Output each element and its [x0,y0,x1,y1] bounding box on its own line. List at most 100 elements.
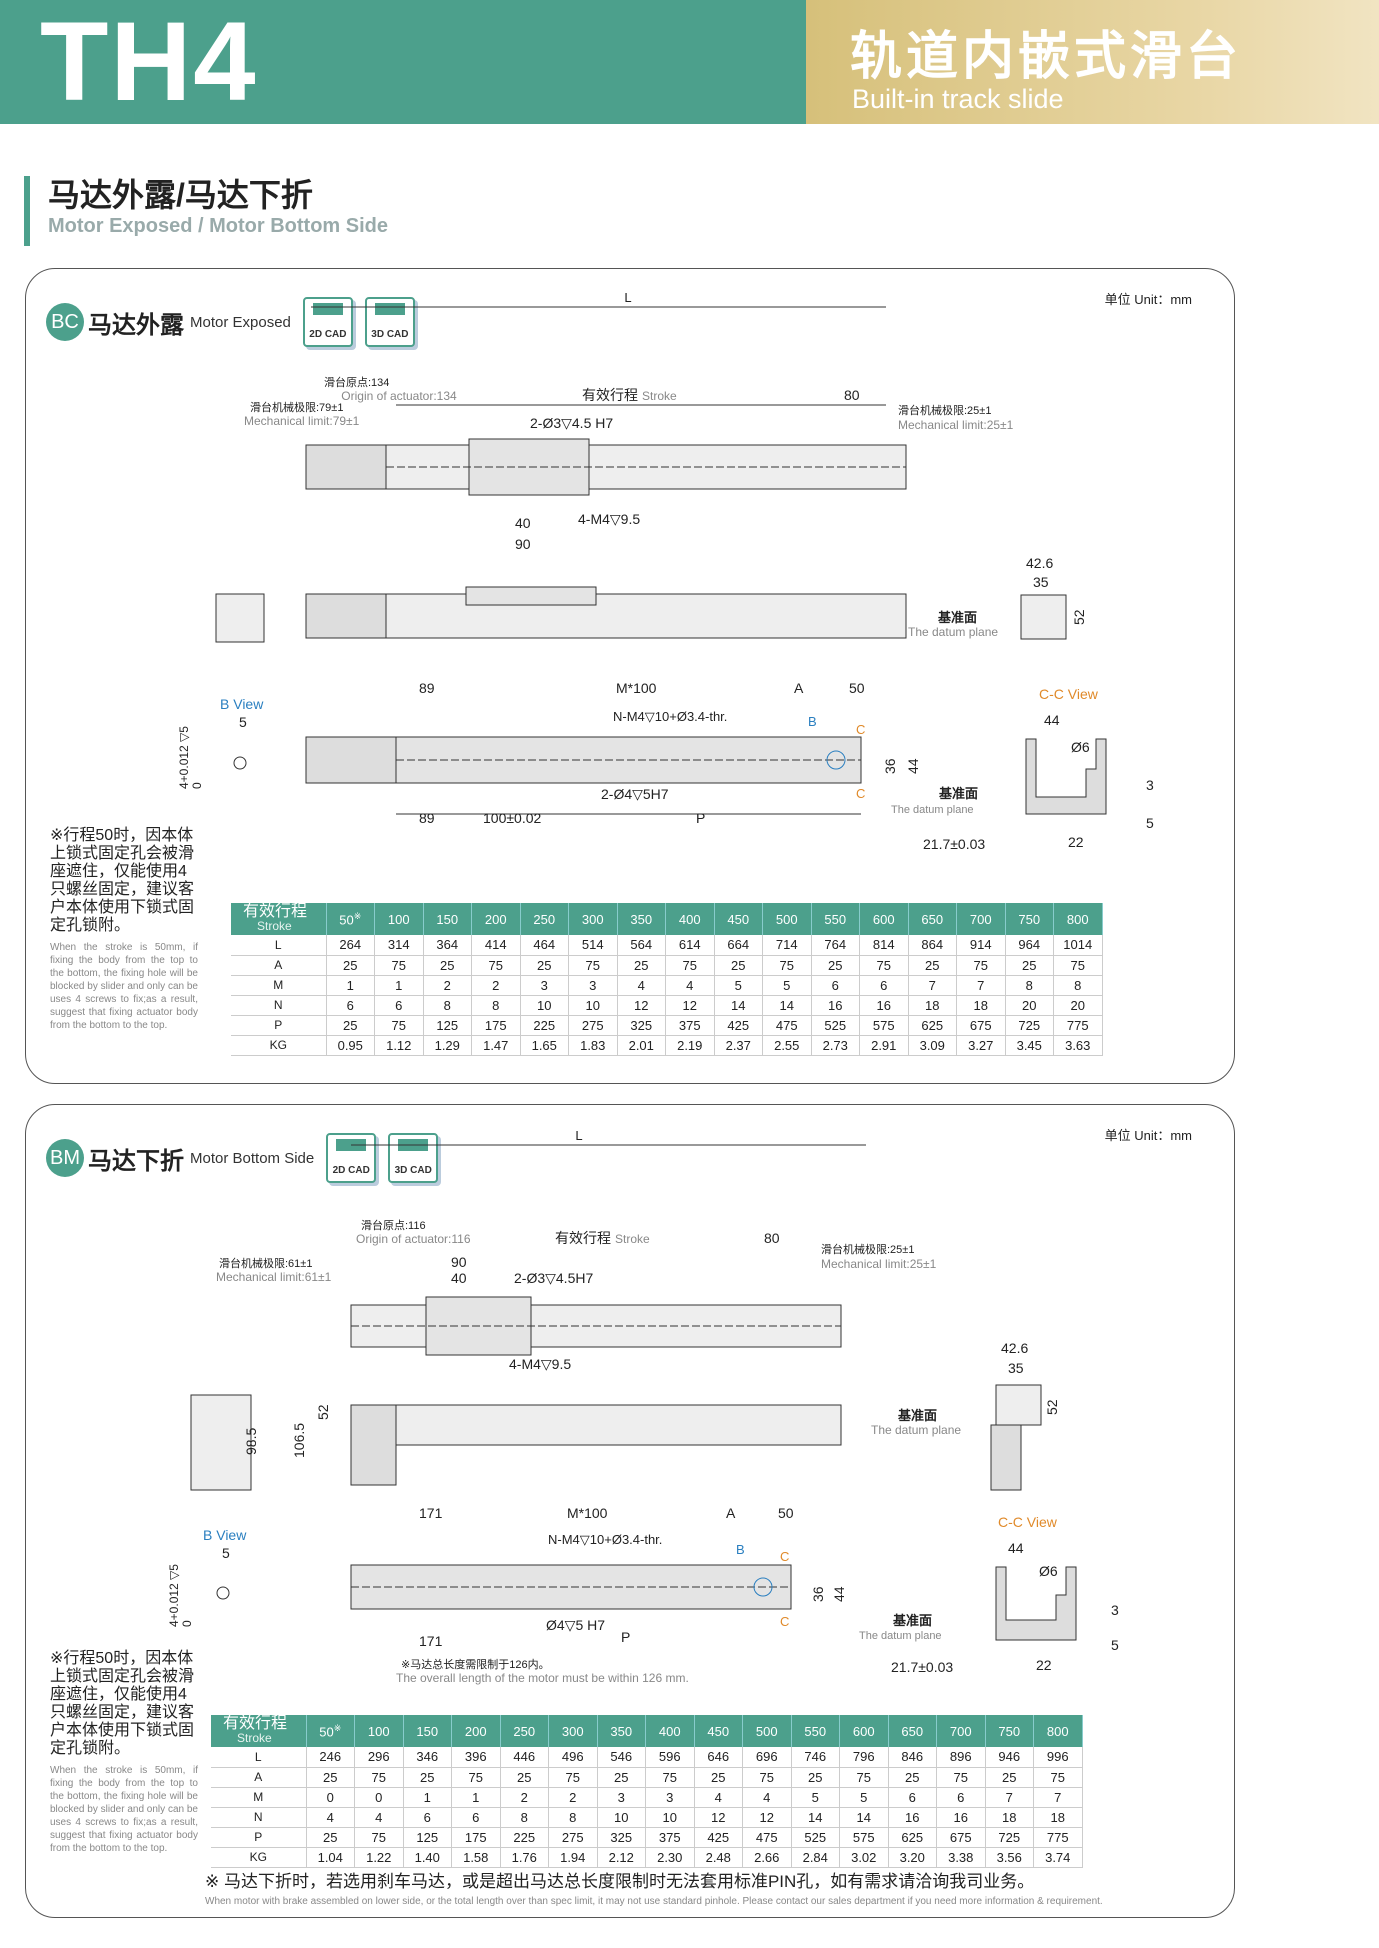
table-cell: 16 [859,995,909,1016]
table-cell: 75 [374,1015,424,1036]
table-cell: 8 [500,1807,549,1828]
stroke-column-header: 150 [403,1715,452,1747]
table-cell: 18 [908,995,957,1016]
cc-dim-21-7: 21.7±0.03 [923,836,985,852]
row-key: A [211,1767,307,1788]
motor-end-view [190,1394,252,1491]
table-cell: 475 [762,1015,812,1036]
b-view-dim-5: 5 [222,1545,230,1561]
marker-B: B [808,714,817,729]
origin-label-cn: 滑台原点:116 [361,1218,426,1232]
table-cell: 3 [597,1787,646,1808]
table-cell: 596 [645,1747,695,1768]
mech-limit-right-cn: 滑台机械极限:25±1 [898,403,991,417]
stroke-value: 650 [901,1723,924,1739]
table-cell: 225 [520,1015,569,1036]
footer-note-en: When motor with brake assembled on lower… [205,1896,1103,1907]
table-cell: 14 [714,995,763,1016]
stroke-value: 550 [824,911,847,927]
stroke-value: 300 [561,1723,584,1739]
drawing-motor-exposed: L 滑台原点:134 Origin of actuator:134 有效行程 S… [177,290,1154,829]
table-cell: 346 [403,1747,452,1768]
table-cell: 846 [888,1747,937,1768]
table-cell: 2.84 [791,1847,840,1868]
section-title-cn: 马达外露/马达下折 [48,177,313,213]
table-cell: 12 [742,1807,792,1828]
table-cell: 12 [694,1807,743,1828]
table-cell: 1.94 [548,1847,598,1868]
table-cell: 25 [306,1767,355,1788]
table-cell: 25 [985,1767,1034,1788]
cad-2d-download-button[interactable]: 2D CAD [326,1133,377,1183]
b-view-title: B View [220,696,264,712]
row-key: N [211,1807,307,1828]
stroke-value: 800 [1066,911,1089,927]
datum-label-en: The datum plane [871,1423,961,1437]
stroke-value: 750 [998,1723,1021,1739]
panel-title-cn: 马达下折 [88,1147,184,1175]
stroke-column-header: 400 [645,1715,695,1747]
panel-title-en: Motor Bottom Side [190,1149,315,1167]
table-cell: 18 [985,1807,1034,1828]
cc-section-profile [995,1566,1077,1641]
dim-80: 80 [764,1230,780,1246]
table-cell: 25 [1005,955,1054,976]
table-cell: 75 [354,1767,404,1788]
table-cell: 20 [1005,995,1054,1016]
cc-dim-phi6: Ø6 [1039,1563,1058,1579]
b-view-title: B View [203,1527,247,1543]
table-cell: 8 [548,1807,598,1828]
table-cell: 6 [888,1787,937,1808]
cad-3d-download-button[interactable]: 3D CAD [388,1133,439,1183]
table-cell: 25 [326,955,375,976]
stroke-column-header: 600 [859,903,909,935]
cc-section-profile [1025,738,1107,815]
table-cell: 4 [694,1787,743,1808]
stroke-column-header: 500 [762,903,812,935]
table-cell: 25 [888,1767,937,1788]
stroke-column-header: 650 [888,1715,937,1747]
table-cell: 75 [859,955,909,976]
table-cell: 796 [839,1747,889,1768]
stroke-value: 350 [610,1723,633,1739]
hole-callout-2: 4-M4▽9.5 [509,1356,571,1372]
table-cell: 1014 [1053,935,1103,956]
cad-2d-label: 2D CAD [332,1165,370,1176]
dim-52: 52 [1044,1399,1060,1415]
origin-label-en: Origin of actuator:116 [356,1232,471,1246]
table-cell: 1.12 [374,1035,424,1056]
marker-C-top: C [780,1549,789,1564]
table-cell: 6 [811,975,860,996]
profile-end-view [995,1384,1042,1426]
table-cell: 946 [985,1747,1034,1768]
datum-label-cn: 基准面 [937,610,977,625]
table-cell: 25 [326,1015,375,1036]
table-cell: 1.76 [500,1847,549,1868]
table-cell: 18 [1033,1807,1083,1828]
stroke-column-header: 450 [714,903,763,935]
table-cell: 864 [908,935,957,956]
dim-52-side: 52 [315,1404,331,1420]
hole-callout-1: 2-Ø3▽4.5 H7 [530,415,613,431]
origin-label-cn: 滑台原点:134 [324,375,389,389]
stroke-note: ※行程50时，因本体上锁式固定孔会被滑座遮住，仅能使用4只螺丝固定，建议客户本体… [50,1650,198,1855]
stroke-value: 300 [581,911,604,927]
stroke-note-mark: ※ [353,910,362,921]
table-cell: 525 [791,1827,840,1848]
table-cell: 6 [859,975,909,996]
mech-limit-left-cn: 滑台机械极限:61±1 [219,1256,312,1270]
cad-2d-download-button[interactable]: 2D CAD [302,297,353,347]
table-cell: 1.83 [568,1035,618,1056]
table-cell: 2 [500,1787,549,1808]
b-view-dim-5: 5 [239,714,247,730]
dim-L: L [624,290,631,305]
cad-3d-download-button[interactable]: 3D CAD [364,297,415,347]
table-cell: 5 [839,1787,889,1808]
stroke-head-cn: 有效行程 [223,1715,288,1732]
table-cell: 3.56 [985,1847,1034,1868]
cc-dim-5: 5 [1111,1637,1119,1653]
dim-40: 40 [515,515,531,531]
cc-dim-22: 22 [1036,1657,1052,1673]
